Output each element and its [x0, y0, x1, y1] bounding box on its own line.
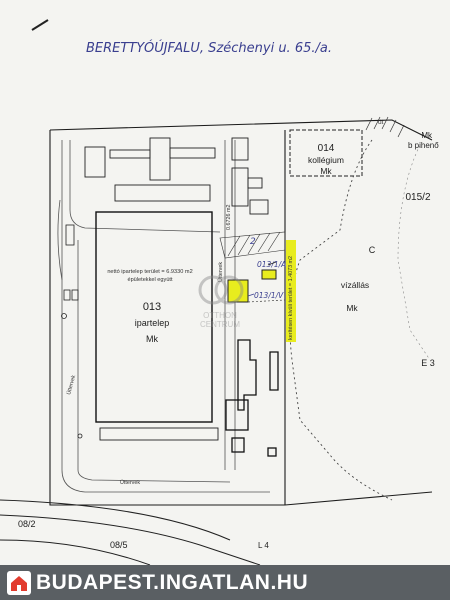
b-piheno-label: b pihenő [408, 141, 439, 150]
parcel-c-class: Mk [346, 303, 358, 313]
handwritten-address: BERETTYÓÚJFALU, Széchenyi u. 65./a. [86, 40, 332, 56]
parcel-015-2-number: 015/2 [405, 192, 430, 203]
pen-mark [31, 19, 49, 31]
vertical-area-strip: kerítésen kívüli terület = 1.4073 m2 [286, 240, 296, 342]
road-left-label: Úttervek [65, 374, 77, 395]
watermark-line2: CENTRUM [200, 320, 240, 329]
bottom-roads [0, 499, 261, 565]
site-boundary [49, 119, 433, 506]
bottom-building [99, 427, 219, 441]
road-top-label: Úttervek [217, 262, 224, 282]
with-buildings-text: épületekkel együtt [127, 277, 173, 283]
top-buildings [84, 137, 269, 215]
parcel-013-number: 013 [143, 301, 161, 313]
road-ut-label: út [378, 119, 384, 126]
road-bottom-label: Úttervek [120, 479, 140, 486]
hand-013-1-a: 013/1/A [257, 260, 286, 269]
hatched-strip [219, 231, 286, 259]
highlight-013-1-a [261, 269, 277, 280]
l4-label: L 4 [258, 541, 269, 550]
mk-top-label: Mk [421, 131, 433, 140]
pointer-line [267, 261, 277, 266]
parcel-08-2-label: 08/2 [18, 519, 36, 529]
brand-footer: BUDAPEST.INGATLAN.HU [0, 565, 450, 600]
watermark-line1: OTTHON [203, 311, 237, 320]
house-logo-icon [7, 570, 31, 595]
parcel-014-class: Mk [320, 166, 332, 176]
parcel-015-2-inner [397, 144, 431, 361]
strip-area-text: 0.6726 m2 [226, 205, 232, 230]
parcel-014-number: 014 [318, 143, 335, 154]
brand-text[interactable]: BUDAPEST.INGATLAN.HU [36, 570, 309, 594]
top-right-hatch [365, 116, 405, 138]
parcel-013-outline [95, 211, 213, 423]
parcel-015-2-boundary [289, 139, 393, 501]
netto-area-text: nettó ipartelep terület = 6.9330 m2 [107, 269, 192, 275]
otthon-centrum-watermark: OTTHON CENTRUM [198, 275, 244, 329]
left-structures [61, 224, 83, 439]
site-plan-paper: BERETTYÓÚJFALU, Széchenyi u. 65./a. [0, 0, 450, 565]
internal-roads [57, 140, 270, 493]
vertical-area-text: kerítésen kívüli terület = 1.4073 m2 [288, 256, 294, 340]
parcel-013-use: ipartelep [135, 318, 170, 328]
parcel-013-class: Mk [146, 334, 158, 344]
right-buildings [225, 339, 279, 457]
parcel-c-use: vízállás [341, 280, 369, 290]
hand-013-1-v: 013/1/V [254, 291, 284, 300]
site-plan-map: BERETTYÓÚJFALU, Széchenyi u. 65./a. [0, 19, 439, 565]
parcel-08-5-label: 08/5 [110, 540, 128, 550]
hand-arrow [247, 293, 255, 297]
highlight-013-1-v [227, 279, 249, 303]
parcel-014-use: kollégium [308, 155, 344, 165]
internal-dotted-line [247, 299, 286, 303]
parcel-c-number: C [369, 245, 376, 255]
parcel-014-outline [289, 129, 363, 177]
handwritten-mark: 2 [250, 237, 256, 247]
e3-label: E 3 [421, 358, 435, 368]
